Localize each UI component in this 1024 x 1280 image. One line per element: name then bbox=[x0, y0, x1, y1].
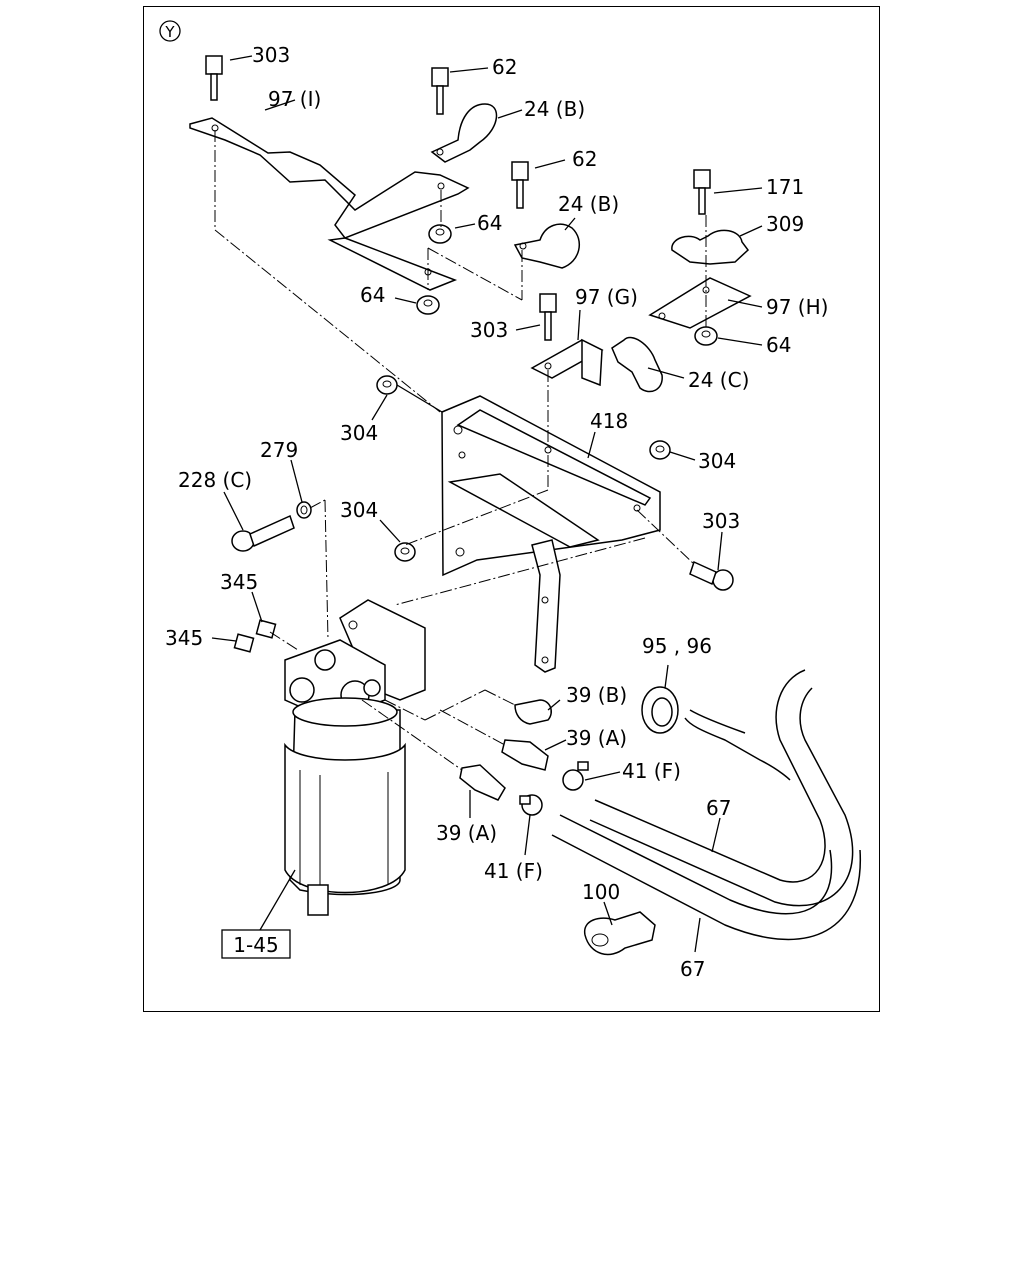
label-24b-lower: 24 (B) bbox=[558, 192, 619, 216]
label-279: 279 bbox=[260, 438, 298, 462]
label-41f-lower: 41 (F) bbox=[484, 859, 543, 883]
grommet-95-96 bbox=[641, 686, 679, 734]
fuel-filter-assembly bbox=[284, 599, 426, 916]
label-67-upper: 67 bbox=[706, 796, 731, 820]
label-309: 309 bbox=[766, 212, 804, 236]
fitting-39a-lower bbox=[459, 764, 506, 801]
label-97g: 97 (G) bbox=[575, 285, 638, 309]
label-303-top: 303 bbox=[252, 43, 290, 67]
clamp-24b-lower bbox=[513, 223, 581, 269]
main-bracket-418 bbox=[441, 395, 661, 673]
label-1-45: 1-45 bbox=[233, 933, 278, 957]
label-345-b: 345 bbox=[165, 626, 203, 650]
fitting-39b bbox=[514, 699, 552, 725]
view-marker: Y bbox=[159, 20, 181, 42]
bolt-303-mid bbox=[539, 293, 557, 341]
label-304-c: 304 bbox=[340, 498, 378, 522]
label-228c: 228 (C) bbox=[178, 468, 252, 492]
label-1-45-box bbox=[221, 929, 291, 959]
label-64-a: 64 bbox=[477, 211, 502, 235]
label-39a-upper: 39 (A) bbox=[566, 726, 627, 750]
bolt-303-top bbox=[205, 55, 223, 101]
label-171: 171 bbox=[766, 175, 804, 199]
label-303-right: 303 bbox=[702, 509, 740, 533]
nut-64-c bbox=[694, 326, 718, 346]
clamp-309 bbox=[671, 229, 750, 265]
label-304-a: 304 bbox=[340, 421, 378, 445]
label-345-a: 345 bbox=[220, 570, 258, 594]
label-41f-upper: 41 (F) bbox=[622, 759, 681, 783]
label-67-lower: 67 bbox=[680, 957, 705, 981]
label-100: 100 bbox=[582, 880, 620, 904]
fitting-39a-upper bbox=[501, 739, 549, 771]
hose-clip-41f-upper bbox=[562, 761, 589, 791]
part-labels: 303 97 (I) 62 24 (B) 62 24 (B) 64 64 171… bbox=[165, 43, 828, 981]
nut-304-a bbox=[376, 375, 398, 395]
bolt-228c bbox=[231, 514, 295, 552]
label-24b-upper: 24 (B) bbox=[524, 97, 585, 121]
nut-64-b bbox=[416, 295, 440, 315]
label-62-top: 62 bbox=[492, 55, 517, 79]
label-62-mid: 62 bbox=[572, 147, 597, 171]
label-418: 418 bbox=[590, 409, 628, 433]
label-24c: 24 (C) bbox=[688, 368, 749, 392]
plug-345-b bbox=[233, 633, 255, 653]
clamp-24b-upper bbox=[430, 103, 498, 163]
label-303-mid: 303 bbox=[470, 318, 508, 342]
plug-345-a bbox=[255, 619, 277, 639]
label-304-b: 304 bbox=[698, 449, 736, 473]
nut-304-b bbox=[649, 440, 671, 460]
hose-67-upper bbox=[589, 669, 854, 907]
bolt-171 bbox=[693, 169, 711, 215]
nut-304-c bbox=[394, 542, 416, 562]
washer-279 bbox=[296, 501, 312, 519]
hose-clip-41f-lower bbox=[519, 794, 543, 816]
leader-lines bbox=[211, 55, 763, 953]
hose-67-lower bbox=[551, 814, 861, 941]
label-39a-lower: 39 (A) bbox=[436, 821, 497, 845]
bolt-62-top bbox=[431, 67, 449, 115]
bracket-97i bbox=[189, 117, 470, 291]
nut-64-a bbox=[428, 224, 452, 244]
label-64-c: 64 bbox=[766, 333, 791, 357]
bracket-97h bbox=[648, 277, 752, 329]
svg-text:Y: Y bbox=[164, 23, 175, 41]
label-97h: 97 (H) bbox=[766, 295, 828, 319]
clip-24c bbox=[611, 336, 663, 393]
label-39b: 39 (B) bbox=[566, 683, 627, 707]
bolt-303-right bbox=[689, 560, 734, 591]
label-64-b: 64 bbox=[360, 283, 385, 307]
label-95-96: 95 , 96 bbox=[642, 634, 712, 658]
bolt-62-mid bbox=[511, 161, 529, 209]
diagram-frame bbox=[143, 6, 880, 1012]
label-97i: 97 (I) bbox=[268, 87, 321, 111]
bracket-97g bbox=[530, 338, 604, 387]
clip-100 bbox=[584, 911, 656, 956]
